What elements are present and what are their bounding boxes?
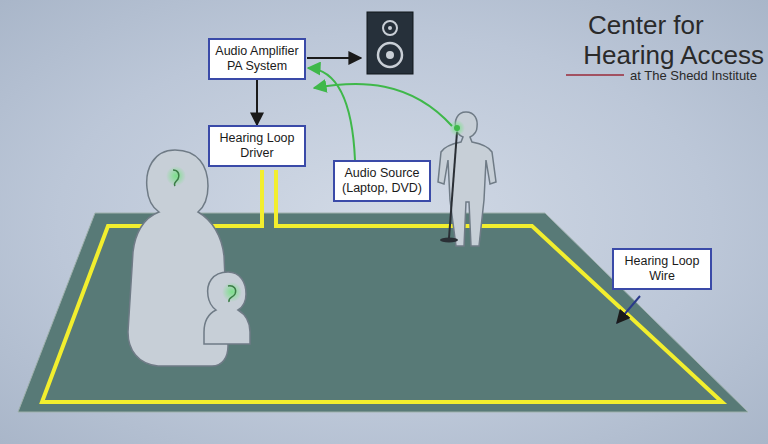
box-label: Hearing Loop Wire [618,254,706,284]
speaker [367,12,413,74]
seated-child [204,272,250,344]
amp-speaker-arrow [307,57,361,59]
audio-source-box: Audio Source (Laptop, DVD) [333,160,431,202]
logo-subtitle: at The Shedd Institute [630,68,757,83]
signal-arrow [308,68,355,160]
signal-arrow [256,80,258,125]
mic-amp-arrow [314,84,452,126]
loop-driver-box: Hearing Loop Driver [208,125,306,167]
logo-line: Center for [588,10,704,41]
floor [18,213,748,412]
wire-leader [617,296,640,323]
amplifier-box: Audio Amplifier PA System [208,38,306,80]
logo-line: Hearing Access [583,40,764,71]
box-label: Audio Source (Laptop, DVD) [339,166,425,196]
standing-person [438,112,496,246]
box-label: Hearing Loop Driver [214,131,300,161]
loop-wire-box: Hearing Loop Wire [612,248,712,290]
logo-rule [566,74,624,76]
box-label: Audio Amplifier PA System [214,44,300,74]
